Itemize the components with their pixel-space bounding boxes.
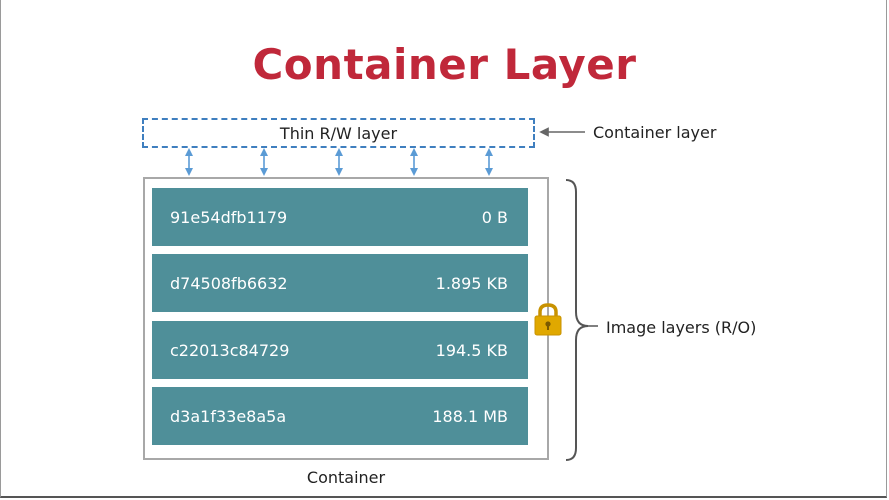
layer-id: c22013c84729	[170, 340, 290, 360]
slide-title: Container Layer	[252, 40, 637, 89]
image-layer-row: 91e54dfb1179 0 B	[152, 188, 528, 246]
thin-rw-layer-box: Thin R/W layer	[142, 118, 535, 148]
layer-id: d74508fb6632	[170, 273, 288, 293]
image-layer-row: d74508fb6632 1.895 KB	[152, 254, 528, 312]
thin-rw-layer-label: Thin R/W layer	[279, 123, 398, 143]
layer-size: 194.5 KB	[435, 340, 508, 360]
image-layer-row: d3a1f33e8a5a 188.1 MB	[152, 387, 528, 445]
container-layer-label: Container layer	[593, 123, 717, 142]
image-layers-label: Image layers (R/O)	[606, 318, 757, 337]
layer-size: 1.895 KB	[435, 273, 508, 293]
layer-id: d3a1f33e8a5a	[170, 406, 287, 426]
container-label: Container	[306, 468, 386, 487]
padlock-icon	[534, 303, 562, 336]
layer-size: 0 B	[481, 207, 508, 227]
layer-id: 91e54dfb1179	[170, 207, 288, 227]
layer-size: 188.1 MB	[432, 406, 508, 426]
image-layer-row: c22013c84729 194.5 KB	[152, 321, 528, 379]
